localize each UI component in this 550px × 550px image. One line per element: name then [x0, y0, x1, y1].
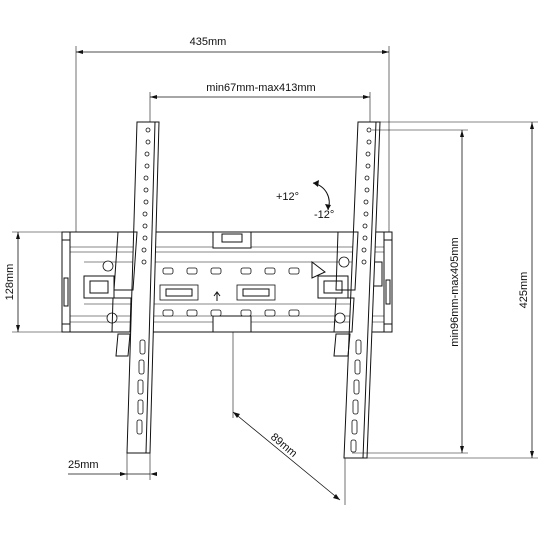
dimension-arm-width: 25mm	[68, 453, 157, 480]
label-tilt-up: +12°	[276, 191, 299, 203]
label-arm-spacing: min67mm-max413mm	[206, 82, 315, 94]
left-arm	[102, 121, 160, 454]
right-arm	[333, 121, 381, 459]
dimension-arm-spacing: min67mm-max413mm	[149, 82, 371, 122]
label-arm-length: 425mm	[518, 272, 530, 309]
label-plate-height: 128mm	[4, 264, 16, 301]
dimension-overall-width: 435mm	[75, 36, 390, 232]
label-overall-width: 435mm	[190, 36, 227, 48]
dimension-arm-length: 425mm	[367, 121, 538, 459]
dimension-arm-height-range: min96mm-max405mm	[352, 129, 468, 454]
right-arm-holes	[350, 127, 372, 453]
dimension-plate-height: 128mm	[4, 231, 62, 333]
label-tilt-down: -12°	[314, 209, 334, 221]
tilt-indicator: +12° -12°	[276, 180, 334, 221]
dimension-depth: 89mm	[232, 332, 346, 505]
label-arm-width: 25mm	[68, 459, 99, 471]
label-arm-height-range: min96mm-max405mm	[449, 237, 461, 346]
left-arm-holes	[136, 127, 151, 435]
label-depth: 89mm	[268, 431, 299, 460]
